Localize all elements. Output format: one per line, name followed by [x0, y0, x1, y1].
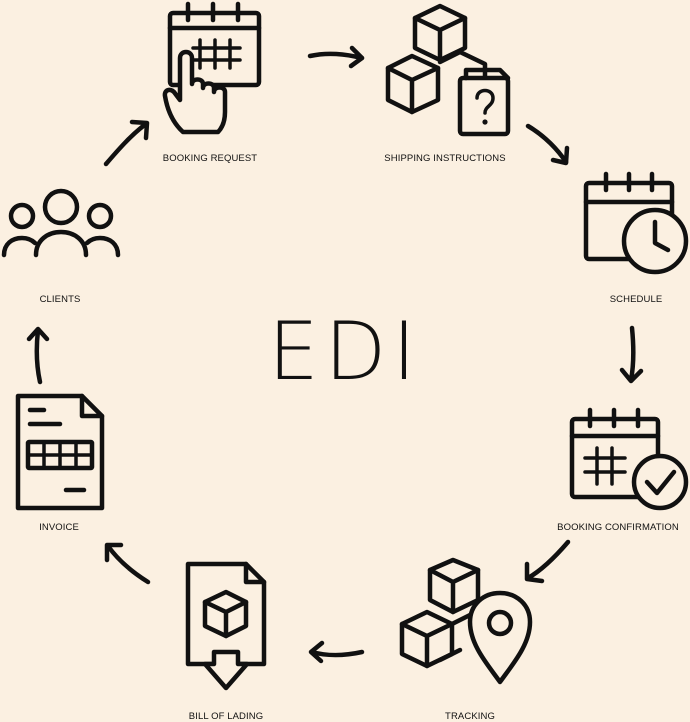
label-bill-of-lading: BILL OF LADING [188, 711, 264, 722]
flow-arrow-tracking-to-bill [308, 640, 365, 664]
label-booking-confirmation: BOOKING CONFIRMATION [557, 522, 679, 533]
calendar-clock-icon [583, 171, 689, 275]
flow-arrow-clients-to-request [103, 119, 150, 167]
calendar-check-icon [569, 407, 689, 511]
flow-arrow-invoice-to-clients [26, 326, 50, 385]
flow-arrow-schedule-to-confirmation [619, 325, 644, 384]
boxes-location-pin-icon [399, 557, 533, 685]
calendar-hand-icon [162, 1, 262, 135]
flow-arrow-confirmation-to-tracking [524, 539, 571, 584]
flow-arrow-request-to-shipping [307, 45, 365, 69]
flow-arrow-bill-to-invoice [104, 542, 151, 585]
people-group-icon [1, 188, 121, 258]
label-invoice: INVOICE [39, 522, 79, 533]
label-shipping-instructions: SHIPPING INSTRUCTIONS [384, 153, 506, 164]
document-box-download-icon [185, 561, 267, 691]
flow-arrow-shipping-to-schedule [525, 123, 570, 166]
label-schedule: SCHEDULE [609, 294, 663, 305]
invoice-document-icon [15, 393, 105, 511]
label-booking-request: BOOKING REQUEST [162, 153, 258, 164]
label-clients: CLIENTS [39, 294, 81, 305]
boxes-question-document-icon [385, 3, 511, 137]
center-title: EDI [268, 305, 422, 398]
label-tracking: TRACKING [445, 711, 495, 722]
